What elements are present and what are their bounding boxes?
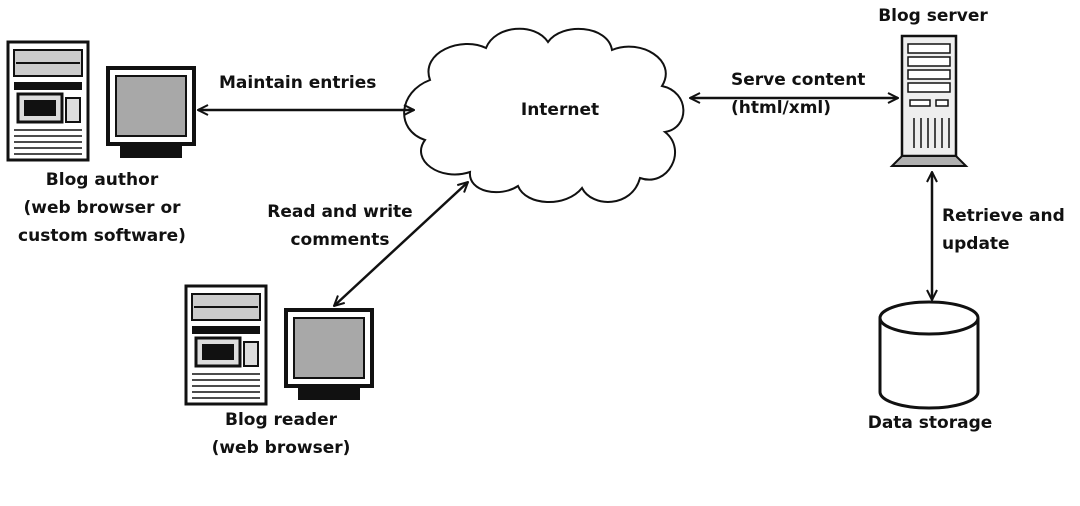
read-write-comments-label: Read and write comments: [250, 198, 430, 254]
blog-reader-label: Blog reader (web browser): [196, 406, 366, 462]
blog-author-label: Blog author (web browser or custom softw…: [0, 166, 204, 250]
read-write-line: Read and write: [267, 202, 413, 222]
blog-reader-line: Blog reader: [224, 410, 338, 430]
cloud-icon: [403, 27, 685, 203]
internet-label: Internet: [520, 100, 600, 120]
blog-author-computer-icon: [6, 40, 196, 162]
data-storage-label: Data storage: [867, 413, 993, 433]
blog-server-label: Blog server: [878, 6, 988, 26]
retrieve-update-line: update: [942, 234, 1010, 254]
server-tower-icon: [889, 34, 969, 167]
read-write-comments-arrow: [334, 182, 468, 306]
serve-content-line: (html/xml): [731, 98, 832, 118]
blog-reader-computer-icon: [184, 284, 374, 406]
blog-author-line: Blog author: [45, 170, 159, 190]
blog-reader-line: (web browser): [211, 438, 351, 458]
blog-author-line: custom software): [18, 226, 186, 246]
read-write-line: comments: [290, 230, 390, 250]
serve-content-label: Serve content (html/xml): [731, 66, 865, 122]
blog-author-line: (web browser or: [23, 198, 181, 218]
serve-content-line: Serve content: [731, 70, 866, 90]
maintain-entries-label: Maintain entries: [219, 73, 377, 93]
retrieve-update-label: Retrieve and update: [942, 202, 1065, 258]
database-cylinder-icon: [878, 300, 980, 410]
retrieve-update-line: Retrieve and: [942, 206, 1065, 226]
